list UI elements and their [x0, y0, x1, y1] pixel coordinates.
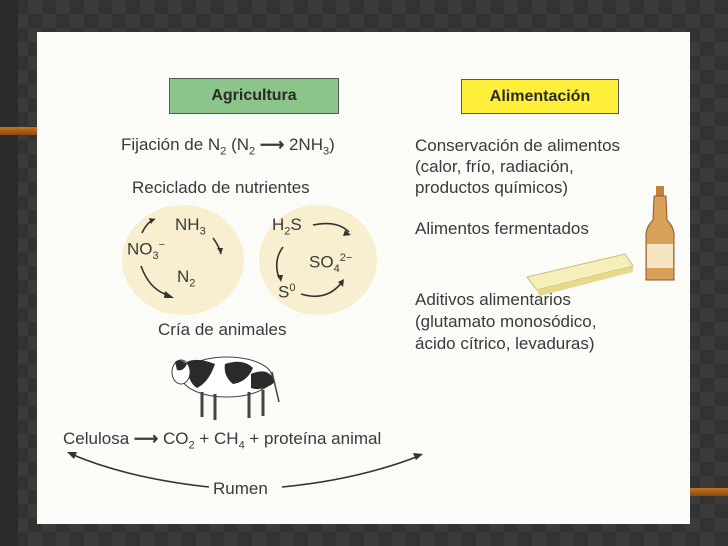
celulosa-text: Celulosa: [63, 429, 130, 448]
aditivos-line-2: (glutamato monosódico,: [415, 312, 597, 331]
n-cycle-arrow-bottom: [140, 265, 166, 295]
nh3-label: NH3: [175, 215, 206, 241]
s-cycle-arrow-bottom: [300, 281, 343, 298]
s-cycle-arrow-top: [312, 222, 350, 233]
proteina-text: + proteína animal: [244, 429, 382, 448]
sub-2: 2: [249, 145, 256, 158]
sub-2: 2: [284, 225, 291, 238]
no3-text: NO: [127, 239, 153, 259]
sub-2: 2: [189, 277, 196, 290]
sub-4: 4: [238, 439, 245, 452]
sub-3: 3: [322, 145, 330, 158]
ch4-text: + CH: [194, 429, 239, 448]
rumen-arrow-left: [70, 453, 210, 488]
fijacion-mid: (N: [226, 135, 250, 154]
reaction-arrow: ⟶: [259, 135, 285, 154]
rumen-equation: Celulosa ⟶ CO2 + CH4 + proteína animal: [63, 429, 381, 455]
left-dark-bar: [0, 0, 18, 546]
cow-icon: [171, 356, 280, 420]
conservacion-line-1: Conservación de alimentos: [415, 136, 621, 155]
sub-3: 3: [152, 250, 159, 263]
co2-text: CO: [163, 429, 189, 448]
accent-stripe-right: [690, 488, 728, 496]
s-text: S: [290, 215, 302, 234]
fijacion-line: Fijación de N2 (N2 ⟶ 2NH3): [121, 135, 335, 161]
sub-3: 3: [199, 225, 206, 238]
sup-0: 0: [289, 282, 296, 294]
diagram-arrows: [67, 186, 675, 488]
fijacion-text: Fijación de N: [121, 135, 221, 154]
aditivos-line-1: Aditivos alimentarios: [415, 290, 571, 309]
rumen-arrow-right: [281, 455, 420, 488]
diagram-panel: Agricultura Alimentación Fijación de N2 …: [37, 32, 690, 524]
fermentados-label: Alimentos fermentados: [415, 219, 589, 238]
n2-text: N: [177, 267, 190, 286]
so-text: SO: [309, 252, 334, 272]
sub-2: 2: [220, 145, 227, 158]
cria-label: Cría de animales: [158, 320, 287, 339]
conservacion-line-2: (calor, frío, radiación,: [415, 157, 574, 176]
h2s-label: H2S: [272, 215, 302, 241]
agricultura-header: Agricultura: [169, 78, 339, 114]
reciclado-label: Reciclado de nutrientes: [132, 178, 310, 197]
no3-label: NO3−: [127, 235, 165, 266]
reaction-arrow: ⟶: [133, 429, 159, 448]
bottle-icon: [645, 186, 675, 281]
sup-2minus: 2−: [339, 252, 353, 264]
fijacion-product: 2NH: [284, 135, 323, 154]
rumen-label: Rumen: [213, 479, 268, 498]
s-cycle-arrow-left: [275, 246, 284, 279]
nh3-text: NH: [175, 215, 200, 234]
alimentacion-header: Alimentación: [461, 79, 619, 114]
conservacion-line-3: productos químicos): [415, 178, 569, 197]
aditivos-line-3: ácido cítrico, levaduras): [415, 334, 595, 353]
sub-2: 2: [188, 439, 195, 452]
sub-4: 4: [333, 263, 340, 276]
fijacion-close: ): [329, 135, 335, 154]
s0-label: S0: [278, 278, 295, 303]
accent-stripe-left: [0, 127, 38, 135]
h-text: H: [272, 215, 285, 234]
so4-label: SO42−: [309, 248, 352, 279]
sup-minus: −: [158, 239, 166, 251]
s0-text: S: [278, 282, 290, 302]
n2-label: N2: [177, 267, 195, 293]
nitrogen-cycle-bg: [122, 205, 244, 315]
cheese-icon: [526, 253, 634, 296]
